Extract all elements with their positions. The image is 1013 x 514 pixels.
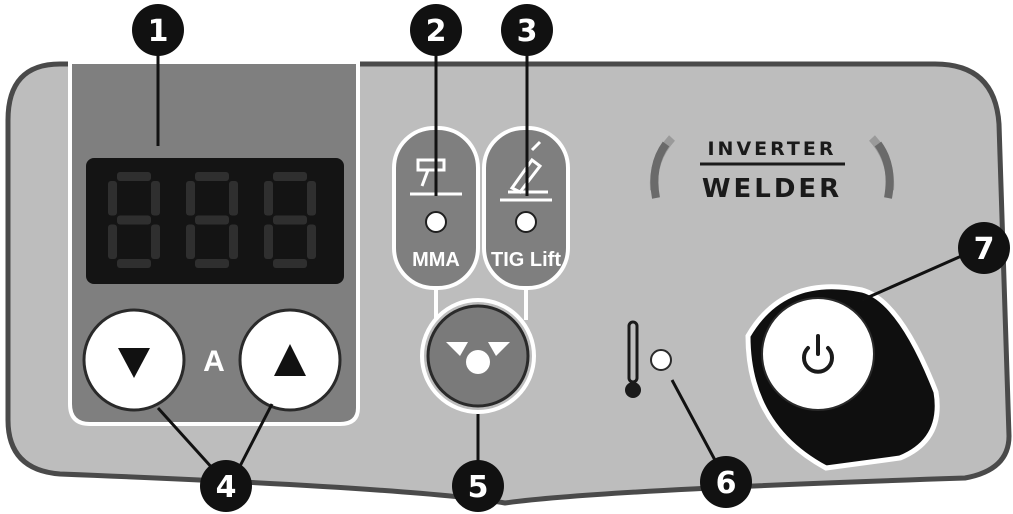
digit-segment xyxy=(229,224,238,259)
callout-6: 6 xyxy=(700,456,752,508)
svg-text:4: 4 xyxy=(216,470,237,505)
unit-label: A xyxy=(203,345,225,378)
svg-text:3: 3 xyxy=(517,14,538,49)
digit-segment xyxy=(151,181,160,216)
mode-select-icon xyxy=(446,342,510,374)
display-digit xyxy=(186,172,238,268)
callout-1: 1 xyxy=(132,4,184,56)
mode-label-tig-lift: TIG Lift xyxy=(491,249,561,271)
current-up-button[interactable] xyxy=(238,308,342,412)
mma-led xyxy=(425,211,447,233)
digit-segment xyxy=(195,172,229,181)
power-switch[interactable] xyxy=(745,284,940,471)
callout-leaders xyxy=(156,48,967,472)
digit-segment xyxy=(273,259,307,268)
digit-segment xyxy=(151,224,160,259)
mode-indicator-mma: MMA xyxy=(392,126,480,290)
overheat-led xyxy=(650,349,672,371)
digit-segment xyxy=(264,224,273,259)
brand-badge: INVERTER WELDER xyxy=(649,135,895,204)
callout-4: 4 xyxy=(200,460,252,512)
digit-segment xyxy=(264,181,273,216)
thermometer-icon xyxy=(625,320,641,398)
digit-segment xyxy=(307,181,316,216)
badge-right-bracket xyxy=(868,135,895,199)
display-digit xyxy=(264,172,316,268)
digit-segment xyxy=(307,224,316,259)
digit-segment xyxy=(117,172,151,181)
digit-segment xyxy=(108,181,117,216)
badge-line2: WELDER xyxy=(702,174,842,204)
digit-segment xyxy=(108,224,117,259)
digit-segment xyxy=(273,215,307,225)
digit-segment xyxy=(117,259,151,268)
digit-segment xyxy=(195,259,229,268)
mode-label-mma: MMA xyxy=(412,249,460,271)
display-digit xyxy=(108,172,160,268)
digit-segment xyxy=(195,215,229,225)
mode-link-lines xyxy=(434,288,528,320)
tig-led xyxy=(515,211,537,233)
digit-segment xyxy=(229,181,238,216)
triangle-down-icon xyxy=(118,348,150,378)
digit-segment xyxy=(117,215,151,225)
digit-segment xyxy=(273,172,307,181)
power-icon xyxy=(802,334,834,374)
callout-7: 7 xyxy=(958,222,1010,274)
callout-5: 5 xyxy=(452,460,504,512)
mode-select-button[interactable] xyxy=(420,298,536,414)
svg-text:1: 1 xyxy=(148,14,169,49)
digit-segment xyxy=(186,181,195,216)
callout-3: 3 xyxy=(501,4,553,56)
badge-left-bracket xyxy=(649,135,676,199)
svg-text:6: 6 xyxy=(716,466,737,501)
svg-text:5: 5 xyxy=(468,470,489,505)
current-down-button[interactable] xyxy=(82,308,186,412)
callout-2: 2 xyxy=(410,4,462,56)
svg-text:2: 2 xyxy=(426,14,447,49)
triangle-up-icon xyxy=(274,344,306,376)
badge-line1: INVERTER xyxy=(707,138,836,160)
digit-segment xyxy=(186,224,195,259)
svg-text:7: 7 xyxy=(974,232,995,267)
